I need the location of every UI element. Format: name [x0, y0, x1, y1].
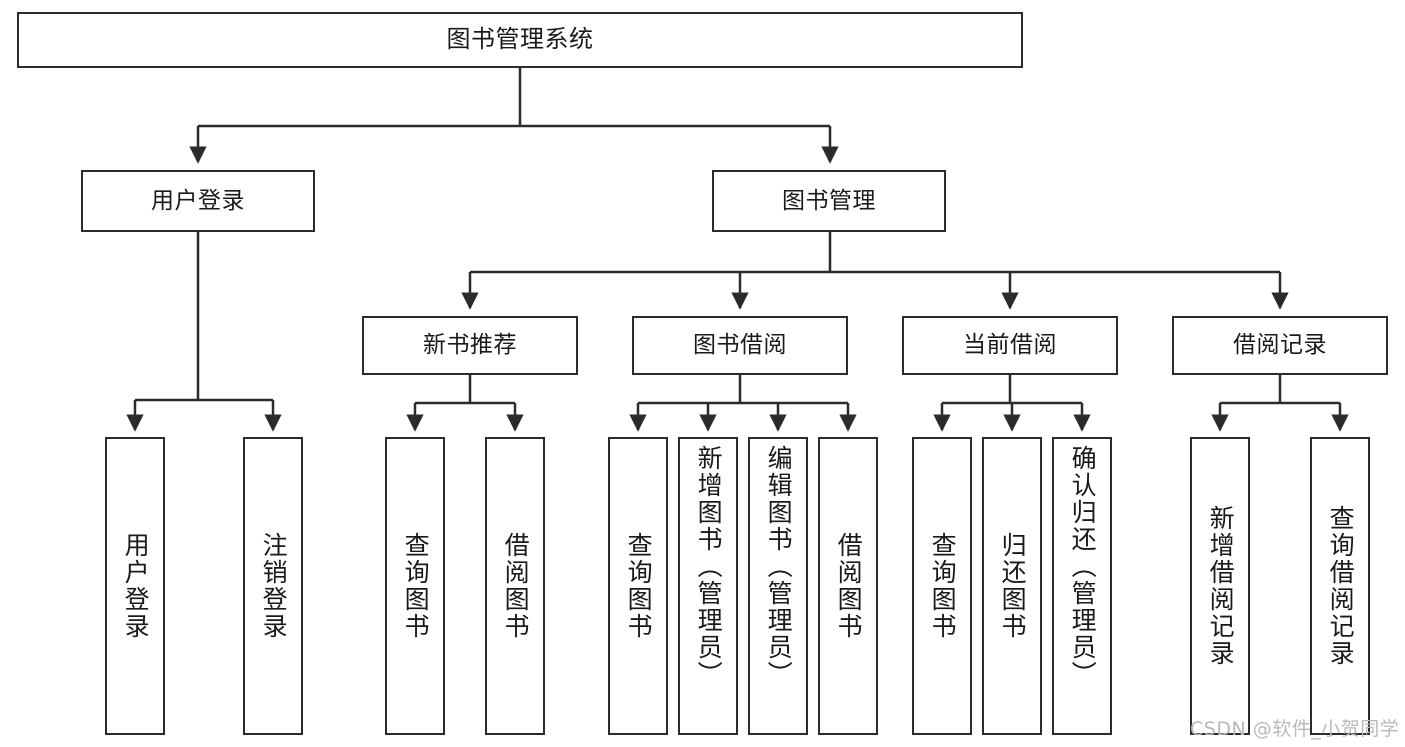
leaf-edit-book-admin[interactable]: 编辑图书（管理员） [748, 437, 808, 735]
node-label: 新增图书（管理员） [694, 445, 724, 688]
node-label: 确认归还（管理员） [1068, 445, 1098, 688]
node-book-borrow[interactable]: 图书借阅 [632, 316, 848, 375]
node-label: 查询图书 [401, 532, 431, 640]
leaf-query-book-recommend[interactable]: 查询图书 [385, 437, 445, 735]
node-label: 注销登录 [259, 532, 289, 640]
node-label: 借阅图书 [834, 532, 864, 640]
leaf-add-book-admin[interactable]: 新增图书（管理员） [678, 437, 738, 735]
leaf-borrow-book[interactable]: 借阅图书 [818, 437, 878, 735]
node-label: 新书推荐 [423, 332, 517, 359]
node-root-system[interactable]: 图书管理系统 [17, 12, 1023, 68]
leaf-query-book-current[interactable]: 查询图书 [912, 437, 972, 735]
leaf-query-book-borrow[interactable]: 查询图书 [608, 437, 668, 735]
node-label: 用户登录 [151, 187, 245, 214]
node-label: 查询图书 [624, 532, 654, 640]
node-current-borrow[interactable]: 当前借阅 [902, 316, 1118, 375]
node-book-management[interactable]: 图书管理 [712, 170, 946, 232]
node-new-book-recommend[interactable]: 新书推荐 [362, 316, 578, 375]
node-label: 图书管理系统 [446, 25, 594, 54]
node-label: 图书管理 [782, 187, 876, 214]
node-label: 归还图书 [998, 532, 1028, 640]
node-label: 当前借阅 [963, 332, 1057, 359]
leaf-return-book[interactable]: 归还图书 [982, 437, 1042, 735]
node-label: 借阅图书 [501, 532, 531, 640]
watermark: CSDN @软件_小贺同学 [1190, 718, 1400, 740]
node-label: 查询图书 [928, 532, 958, 640]
node-label: 编辑图书（管理员） [764, 445, 794, 688]
node-label: 查询借阅记录 [1326, 505, 1356, 667]
node-label: 借阅记录 [1233, 332, 1327, 359]
leaf-user-login[interactable]: 用户登录 [105, 437, 165, 735]
node-borrow-record[interactable]: 借阅记录 [1172, 316, 1388, 375]
leaf-logout[interactable]: 注销登录 [243, 437, 303, 735]
node-user-login[interactable]: 用户登录 [81, 170, 315, 232]
node-label: 新增借阅记录 [1206, 505, 1236, 667]
node-label: 用户登录 [121, 532, 151, 640]
leaf-add-borrow-record[interactable]: 新增借阅记录 [1190, 437, 1250, 735]
leaf-query-borrow-record[interactable]: 查询借阅记录 [1310, 437, 1370, 735]
leaf-confirm-return-admin[interactable]: 确认归还（管理员） [1052, 437, 1112, 735]
leaf-borrow-book-recommend[interactable]: 借阅图书 [485, 437, 545, 735]
node-label: 图书借阅 [693, 332, 787, 359]
